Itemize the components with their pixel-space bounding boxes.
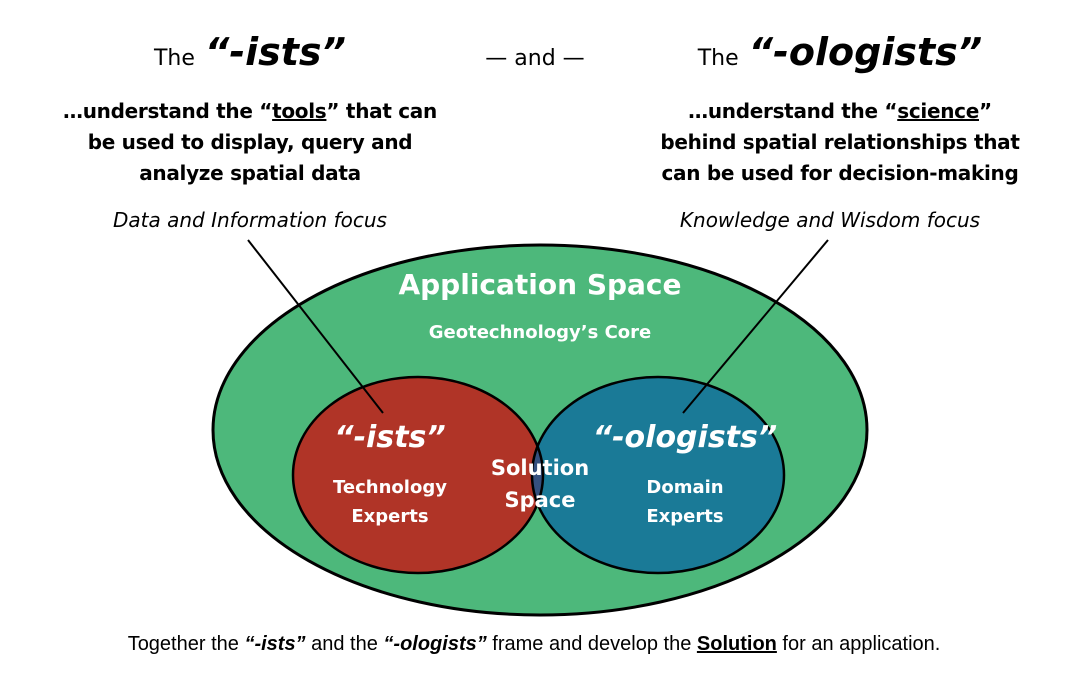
footer-caption: Together the “-ists” and the “-ologists”…: [127, 633, 941, 655]
technology-experts-label: Technology Experts: [333, 477, 447, 527]
ists-circle: [293, 377, 543, 573]
solution-space-label: Solution Space: [490, 456, 590, 512]
and-connector: — and —: [485, 46, 585, 71]
ists-focus: Data and Information focus: [113, 208, 387, 232]
left-pointer-line: [247, 239, 384, 414]
application-space-title: Application Space: [398, 268, 682, 301]
ists-heading: The“-ists”: [153, 30, 347, 74]
ologists-description: …understand the “science” behind spatial…: [660, 99, 1020, 185]
ologists-focus: Knowledge and Wisdom focus: [679, 208, 981, 232]
right-pointer-line: [682, 239, 829, 414]
application-space-subtitle: Geotechnology’s Core: [428, 322, 652, 343]
ists-label: “-ists”: [334, 420, 446, 455]
ologists-circle: [532, 377, 784, 573]
domain-experts-label: Domain Experts: [646, 477, 724, 527]
ologists-heading: The“-ologists”: [697, 30, 983, 74]
ologists-label: “-ologists”: [592, 420, 778, 455]
ists-description: …understand the “tools” that can be used…: [63, 99, 437, 185]
